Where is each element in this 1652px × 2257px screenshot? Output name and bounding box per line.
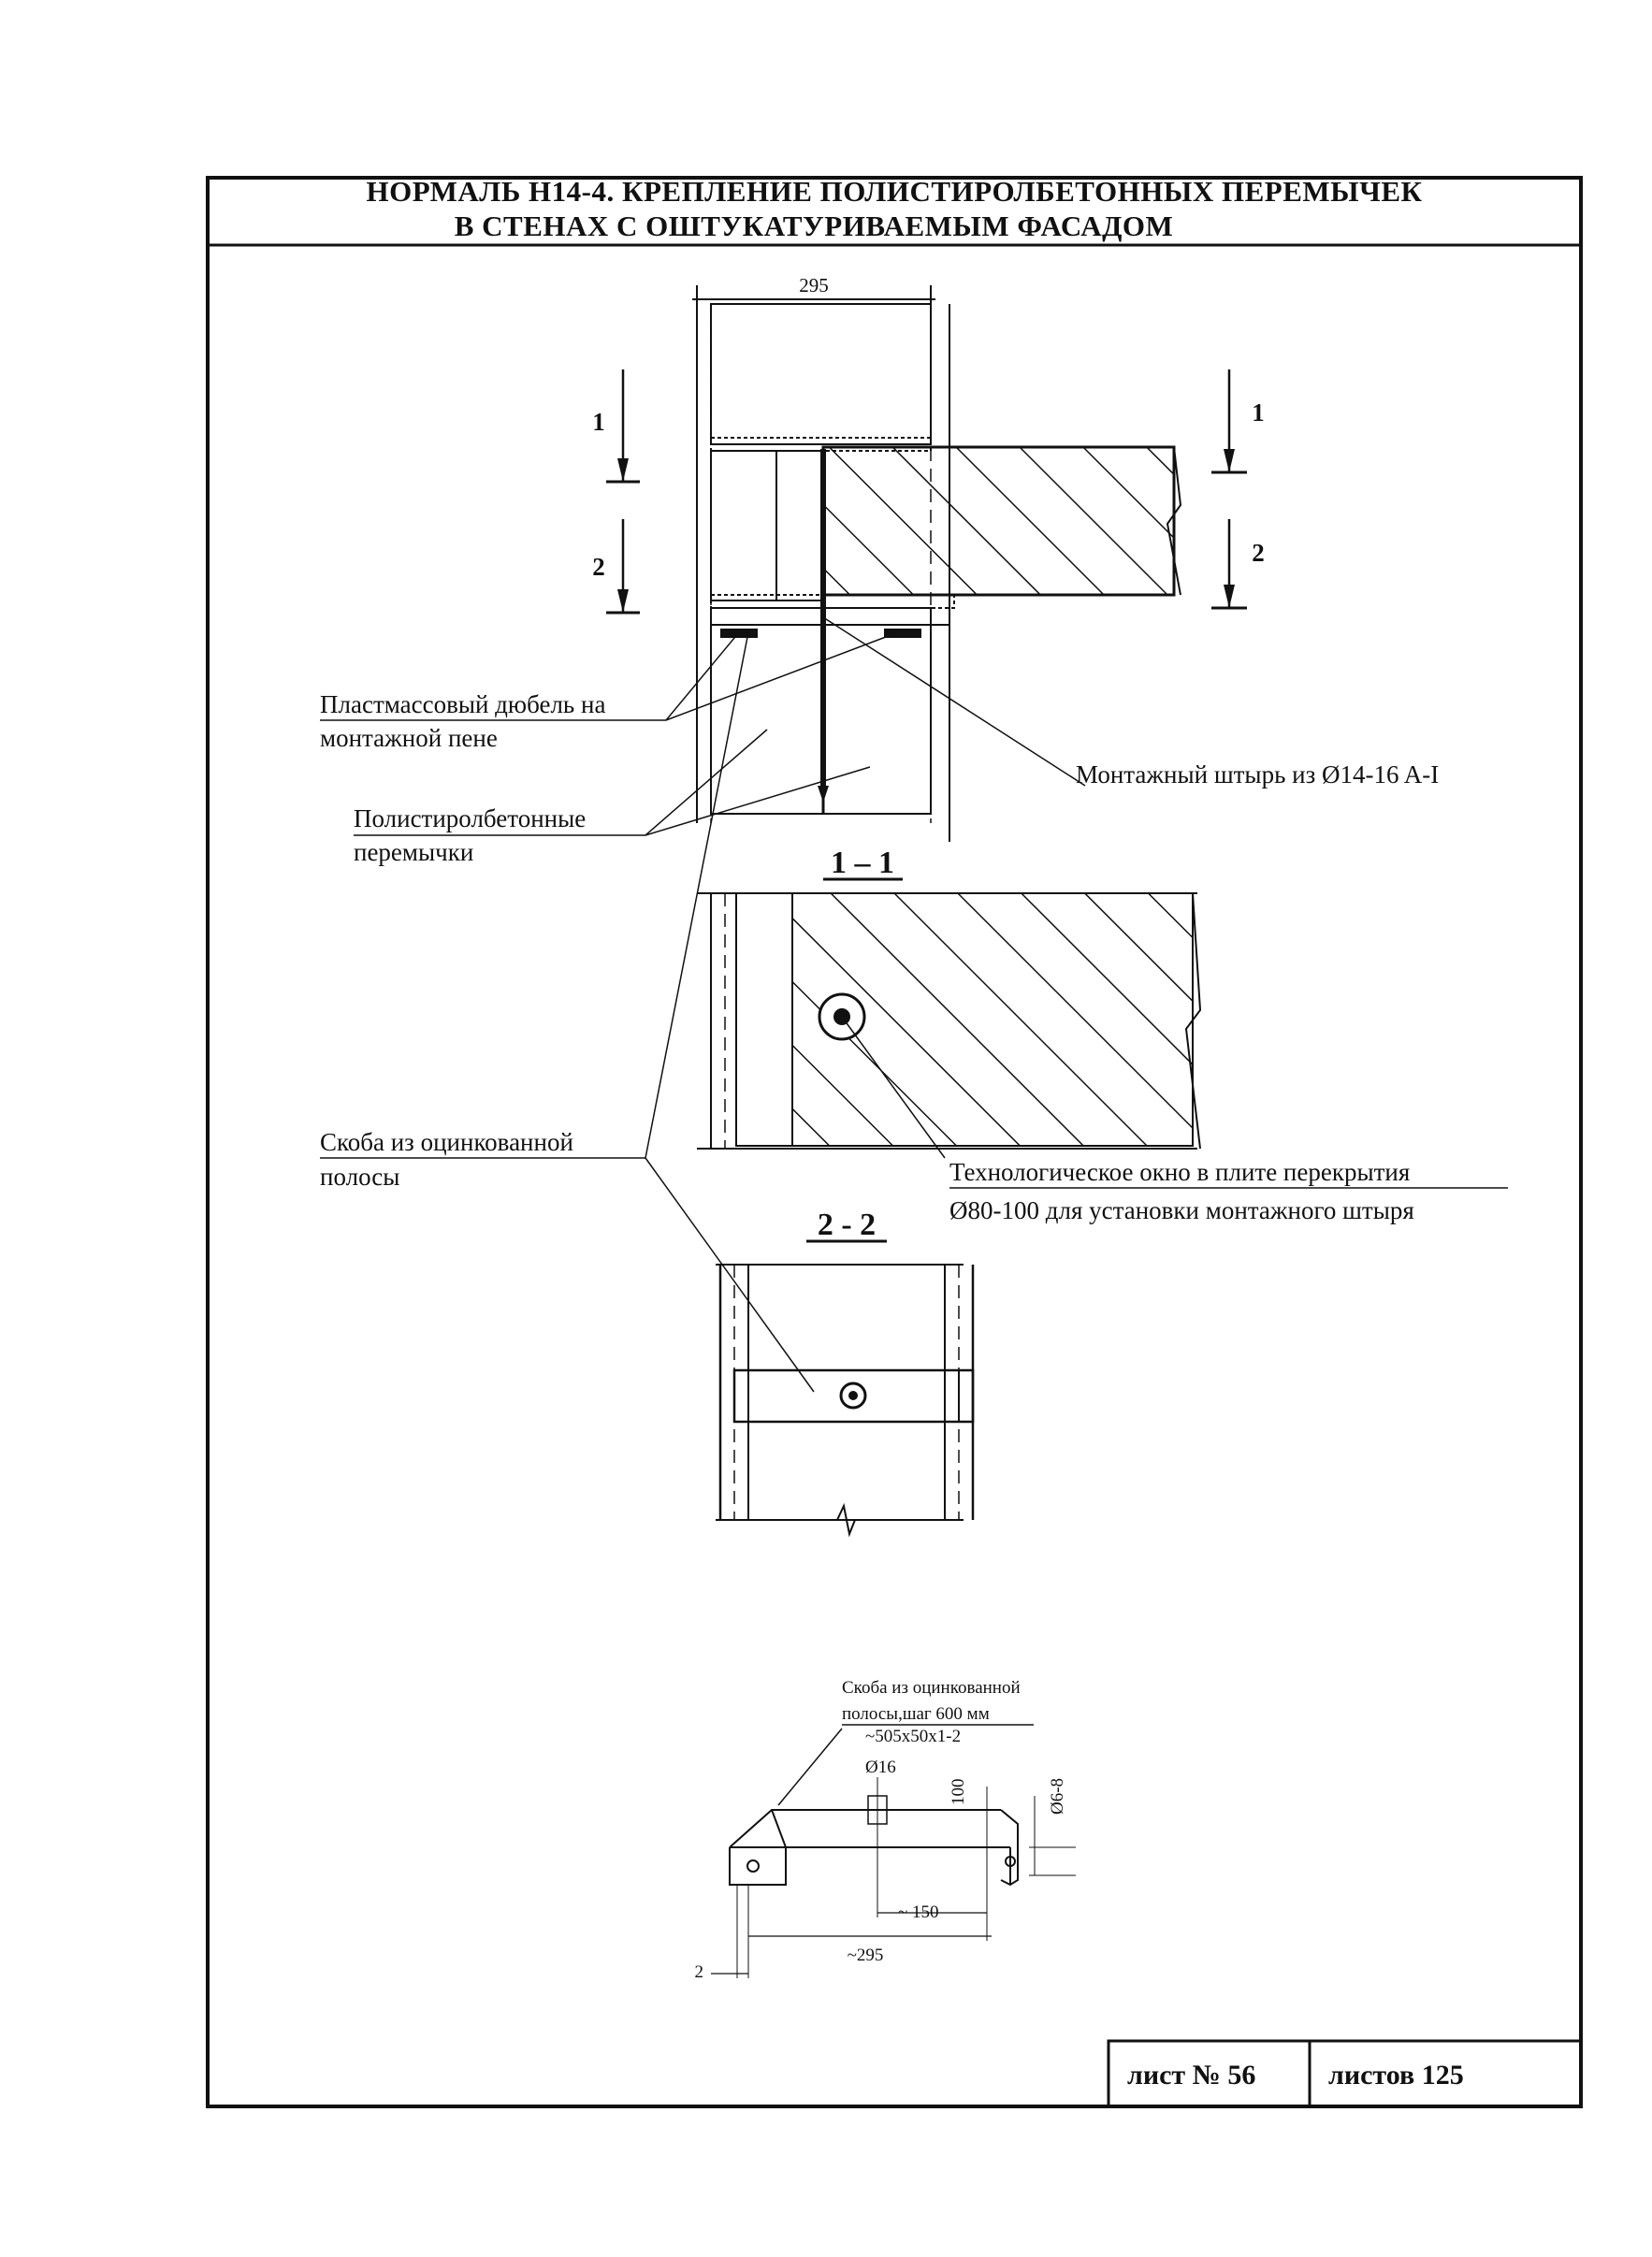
main-section-view: 295 (592, 274, 1265, 842)
section-marker-1-right: 1 (1211, 369, 1265, 474)
svg-text:Скоба из оцинкованной: Скоба из оцинкованной (842, 1678, 1021, 1698)
svg-text:~ 150: ~ 150 (898, 1903, 939, 1922)
section-1-1: 1 – 1 (697, 846, 1202, 1159)
callout-window: Технологическое окно в плите перекрытия … (949, 1158, 1508, 1224)
sheet-number: лист № 56 (1127, 2060, 1255, 2091)
svg-text:перемычки: перемычки (354, 838, 473, 866)
svg-text:1: 1 (592, 408, 605, 436)
section-marker-2-right: 2 (1211, 519, 1265, 610)
title-block: лист № 56 листов 125 (1107, 2039, 1583, 2108)
svg-text:Скоба из оцинкованной: Скоба из оцинкованной (320, 1128, 573, 1156)
svg-text:Ø16: Ø16 (865, 1758, 896, 1777)
section-2-2-title: 2 - 2 (818, 1208, 876, 1242)
section-1-1-title: 1 – 1 (831, 846, 894, 880)
svg-text:Полистиролбетонные: Полистиролбетонные (354, 804, 586, 832)
svg-text:~295: ~295 (848, 1946, 884, 1965)
svg-text:полосы,шаг 600 мм: полосы,шаг 600 мм (842, 1704, 990, 1724)
svg-text:100: 100 (949, 1779, 968, 1806)
section-marker-2-left: 2 (592, 519, 640, 615)
svg-text:монтажной пене: монтажной пене (320, 724, 498, 752)
svg-text:~505x50x1-2: ~505x50x1-2 (865, 1727, 961, 1746)
callout-pin: Монтажный штырь из Ø14-16 A-I (822, 616, 1439, 789)
dim-295: 295 (799, 274, 829, 297)
svg-text:2: 2 (1252, 539, 1265, 567)
title-line-2: В СТЕНАХ С ОШТУКАТУРИВАЕМЫМ ФАСАДОМ (455, 210, 1174, 242)
bracket-detail: Скоба из оцинкованной полосы,шаг 600 мм … (695, 1678, 1076, 1982)
svg-text:Ø6-8: Ø6-8 (1048, 1778, 1067, 1815)
callout-dowel: Пластмассовый дюбель на монтажной пене (320, 631, 899, 752)
section-marker-1-left: 1 (592, 369, 640, 484)
svg-text:2: 2 (592, 553, 605, 581)
svg-text:полосы: полосы (320, 1163, 399, 1191)
svg-text:Пластмассовый дюбель на: Пластмассовый дюбель на (320, 690, 605, 718)
section-2-2: 2 - 2 (716, 1208, 975, 1538)
svg-text:1: 1 (1252, 398, 1265, 427)
svg-text:2: 2 (695, 1962, 704, 1982)
svg-text:Монтажный штырь из Ø14-16 A-I: Монтажный штырь из Ø14-16 A-I (1076, 760, 1439, 789)
callout-bracket: Скоба из оцинкованной полосы (320, 631, 815, 1393)
sheet-frame (206, 176, 1583, 2108)
sheet-total: листов 125 (1328, 2060, 1464, 2091)
title-line-1: НОРМАЛЬ Н14-4. КРЕПЛЕНИЕ ПОЛИСТИРОЛБЕТОН… (367, 175, 1423, 208)
svg-text:Технологическое окно в плите п: Технологическое окно в плите перекрытия (949, 1158, 1410, 1186)
svg-text:Ø80-100 для установки монтажно: Ø80-100 для установки монтажного штыря (949, 1196, 1414, 1224)
callout-lintels: Полистиролбетонные перемычки (354, 729, 871, 866)
